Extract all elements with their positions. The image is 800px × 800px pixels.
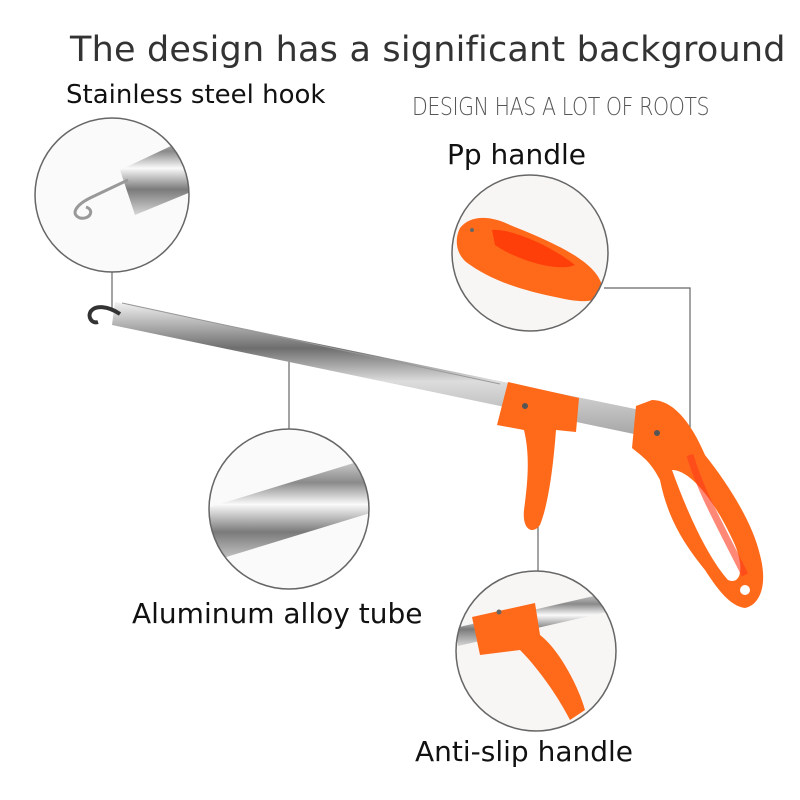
anti-slip-detail-circle xyxy=(455,570,617,732)
hook-detail-circle xyxy=(34,117,190,273)
hook-tip xyxy=(87,305,122,325)
pp-handle-detail-circle xyxy=(451,174,609,332)
callout-label-pp-handle: Pp handle xyxy=(447,138,586,171)
tube-detail-circle xyxy=(208,428,370,590)
callout-label-anti-slip: Anti-slip handle xyxy=(415,735,634,768)
pp-handle-shape xyxy=(632,400,764,608)
headline: The design has a significant background xyxy=(70,30,786,70)
callout-label-tube: Aluminum alloy tube xyxy=(132,597,423,630)
callout-label-hook: Stainless steel hook xyxy=(66,80,326,110)
trigger-handle xyxy=(497,382,579,530)
leader-lines xyxy=(111,272,691,571)
subheadline: DESIGN HAS A LOT OF ROOTS xyxy=(412,92,710,121)
